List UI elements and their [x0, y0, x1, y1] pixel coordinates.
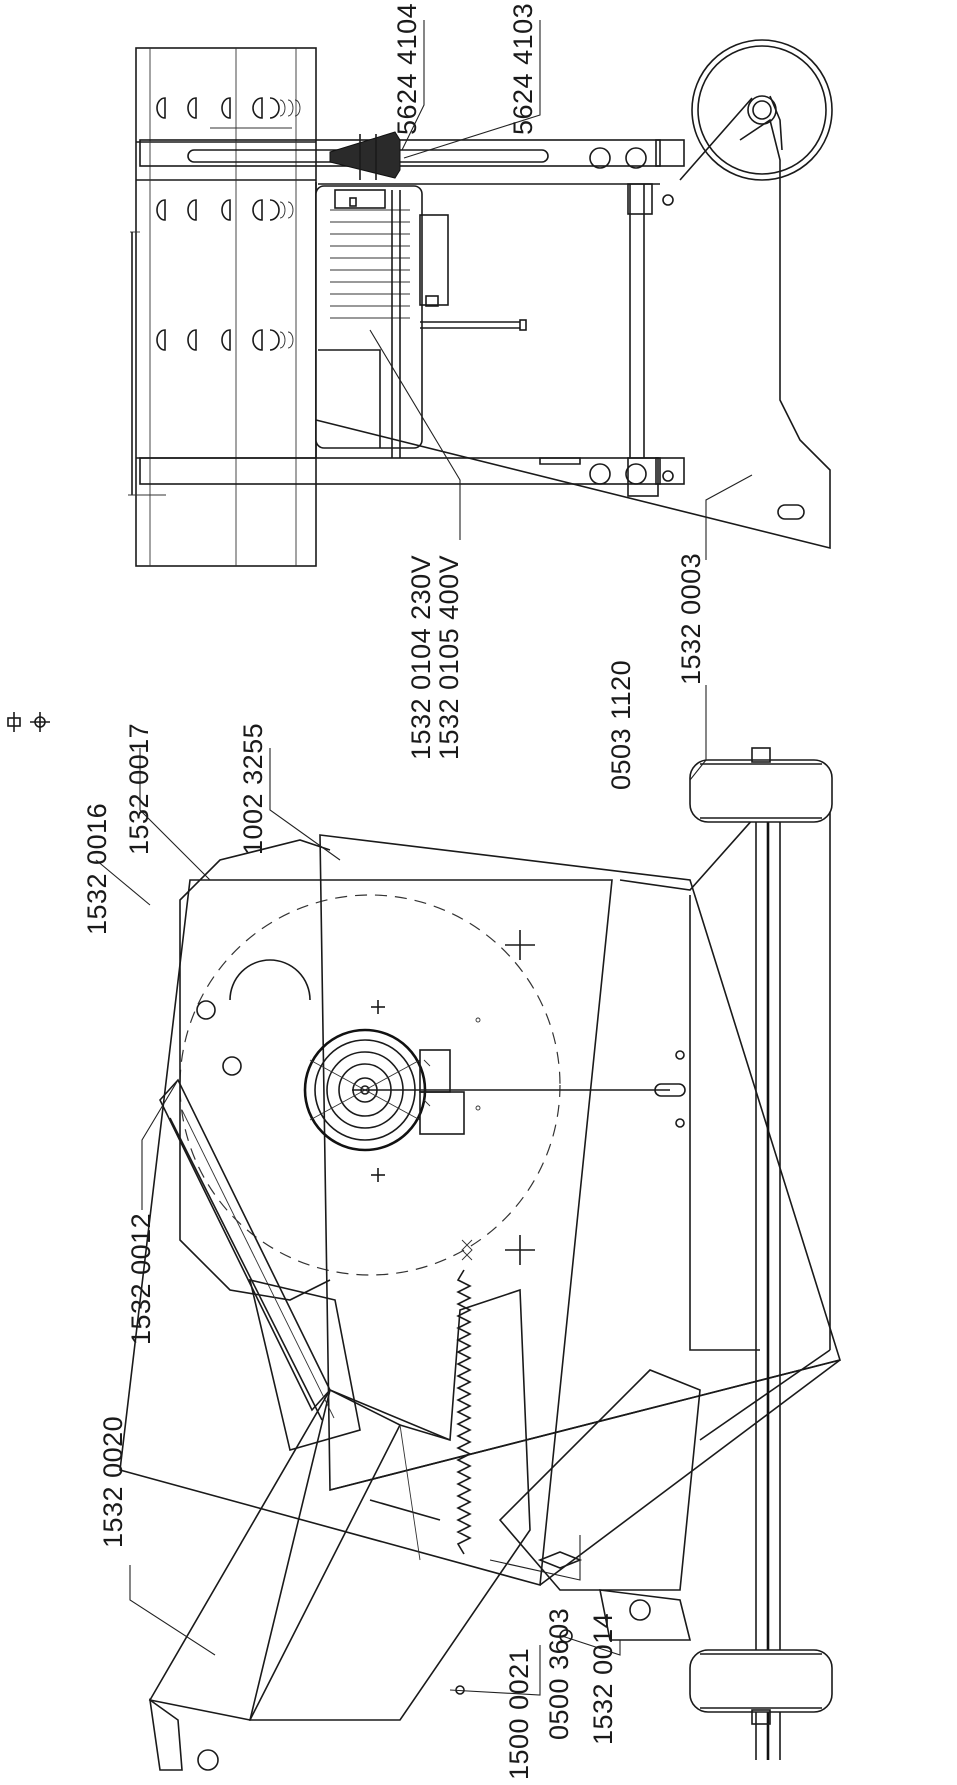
label-0500-3603: 0500 3603: [544, 1608, 574, 1740]
wheel-side: [679, 39, 833, 181]
pulley-belt: [187, 131, 549, 180]
hopper-plate: [119, 879, 613, 1587]
spring: [456, 1239, 473, 1555]
drum-housing: [128, 47, 317, 567]
handle-arm: [148, 1388, 402, 1721]
label-1532-0012: 1532 0012: [126, 1213, 156, 1345]
label-1532-0014: 1532 0014: [588, 1613, 618, 1745]
label-1532-0020: 1532 0020: [98, 1416, 128, 1548]
label-1532-0003: 1532 0003: [676, 553, 706, 685]
label-0503-1120: 0503 1120: [606, 660, 636, 790]
top-view: [128, 39, 833, 567]
label-1532-0016: 1532 0016: [82, 803, 112, 935]
drum-slots: [156, 97, 301, 351]
rotor-circle: [179, 894, 561, 1276]
side-view: [7, 712, 842, 1771]
inner-wedge: [319, 834, 842, 1492]
label-1500-0021: 1500 0021: [504, 1648, 534, 1780]
label-motor-230v: 1532 0104 230V: [406, 555, 436, 760]
label-1002-3255: 1002 3255: [238, 723, 268, 855]
mount-markers: [371, 930, 685, 1265]
motor: [315, 185, 527, 458]
chassis-plate: [315, 118, 831, 550]
feeder-chute: [179, 839, 331, 1301]
part-labels: 5624 4104 5624 4103 1532 0104 230V 1532 …: [82, 3, 706, 1780]
label-5624-4104: 5624 4104: [392, 3, 422, 135]
leader-lines: [95, 20, 753, 1696]
label-5624-4103: 5624 4103: [508, 3, 538, 135]
wheel-top: [689, 747, 833, 823]
bolt-icons: [7, 712, 50, 732]
label-1532-0017: 1532 0017: [124, 723, 154, 855]
wheel-bottom: [689, 1649, 833, 1725]
label-motor-400v: 1532 0105 400V: [434, 555, 464, 760]
